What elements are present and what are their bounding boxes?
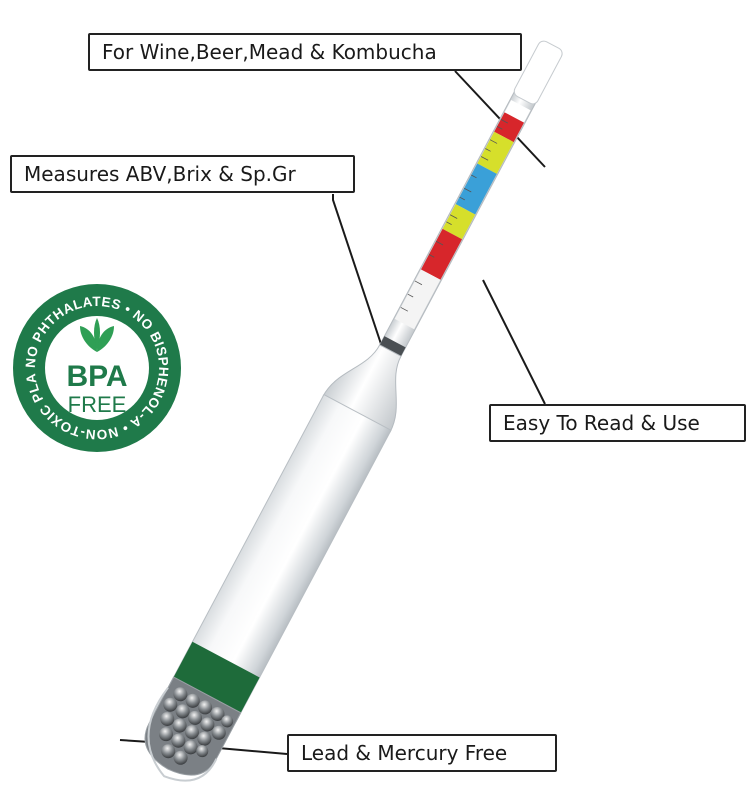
callout-uses-text: For Wine,Beer,Mead & Kombucha	[102, 40, 437, 64]
scale-yellow-band	[477, 131, 514, 174]
scale-red-band-2	[420, 228, 463, 280]
scale-blue-band	[455, 163, 497, 215]
hydrometer-cap	[513, 40, 563, 105]
badge-title-line1: BPA	[66, 360, 127, 393]
scale-bands	[379, 99, 531, 357]
callout-measures: Measures ABV,Brix & Sp.Gr	[10, 155, 355, 193]
callout-lead-free: Lead & Mercury Free	[287, 734, 557, 772]
callout-easy: Easy To Read & Use	[489, 404, 746, 442]
leaf-icon	[80, 318, 114, 352]
callout-measures-text: Measures ABV,Brix & Sp.Gr	[24, 162, 296, 186]
hydrometer	[144, 40, 563, 782]
lead-free-ballast-beads	[158, 687, 234, 765]
callout-easy-text: Easy To Read & Use	[503, 411, 700, 435]
scale-yellow-band-2	[442, 204, 476, 240]
callout-lead-free-text: Lead & Mercury Free	[301, 741, 508, 765]
badge-title-line2: FREE	[68, 392, 127, 417]
ballast-band	[173, 641, 260, 713]
callout-uses: For Wine,Beer,Mead & Kombucha	[88, 33, 522, 71]
